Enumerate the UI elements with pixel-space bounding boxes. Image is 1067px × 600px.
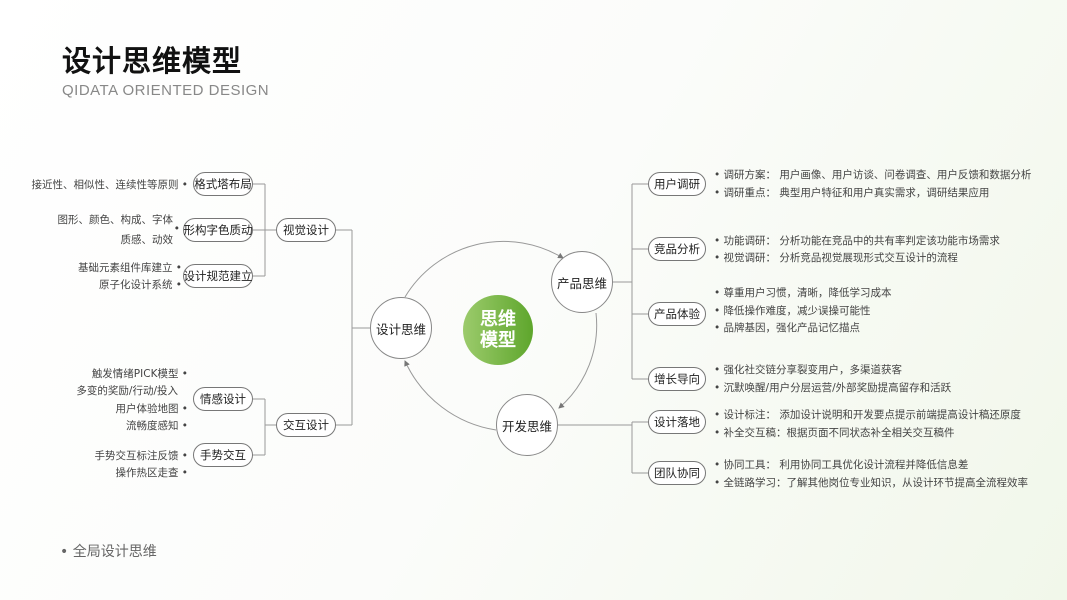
leaf-text: 基础元素组件库建立 •: [77, 262, 182, 274]
node-gesture[interactable]: 手势交互: [193, 443, 253, 467]
node-visual-design[interactable]: 视觉设计: [276, 218, 336, 242]
leaf-text: 多变的奖励/行动/投入: [76, 385, 178, 397]
leaf-text: • 尊重用户习惯，清晰，降低学习成本: [714, 287, 892, 299]
node-gestalt[interactable]: 格式塔布局: [193, 172, 253, 196]
leaf-text: 用户体验地图 •: [115, 403, 188, 415]
leaf-text: • 调研方案： 用户画像、用户访谈、问卷调查、用户反馈和数据分析: [714, 169, 1032, 181]
node-product-experience[interactable]: 产品体验: [648, 302, 706, 326]
leaf-text: 图形、颜色、构成、字体: [57, 214, 174, 226]
node-spec[interactable]: 设计规范建立: [183, 264, 253, 288]
leaf-text: • 设计标注： 添加设计说明和开发要点提示前端提高设计稿还原度: [714, 409, 1021, 421]
node-team-collab[interactable]: 团队协同: [648, 461, 706, 485]
node-product-thinking[interactable]: 产品思维: [551, 251, 613, 313]
page-title: 设计思维模型: [62, 44, 243, 78]
leaf-text: • 补全交互稿：根据页面不同状态补全相关交互稿件: [714, 427, 955, 439]
bullet-dot: •: [173, 223, 180, 235]
leaf-text: • 沉默唤醒/用户分层运营/外部奖励提高留存和活跃: [714, 382, 952, 394]
leaf-text: 操作热区走查 •: [115, 467, 188, 479]
node-dev-thinking[interactable]: 开发思维: [496, 394, 558, 456]
leaf-text: 流畅度感知 •: [125, 420, 188, 432]
node-form[interactable]: 形构字色质动: [183, 218, 253, 242]
node-growth[interactable]: 增长导向: [648, 367, 706, 391]
leaf-text: 质感、动效: [120, 234, 174, 246]
node-emotion[interactable]: 情感设计: [193, 387, 253, 411]
leaf-text: • 降低操作难度，减少误操可能性: [714, 305, 871, 317]
footer-note: • 全局设计思维: [60, 544, 157, 560]
leaf-text: • 强化社交链分享裂变用户，多渠道获客: [714, 364, 903, 376]
node-design-thinking[interactable]: 设计思维: [370, 297, 432, 359]
leaf-text: • 视觉调研： 分析竞品视觉展现形式交互设计的流程: [714, 252, 958, 264]
core-node: 思维模型: [463, 295, 533, 365]
node-design-delivery[interactable]: 设计落地: [648, 410, 706, 434]
leaf-text: • 全链路学习：了解其他岗位专业知识，从设计环节提高全流程效率: [714, 477, 1029, 489]
leaf-text: • 品牌基因，强化产品记忆描点: [714, 322, 861, 334]
leaf-text: 接近性、相似性、连续性等原则 •: [31, 179, 188, 191]
leaf-text: 触发情绪PICK模型 •: [91, 368, 188, 380]
leaf-text: • 协同工具： 利用协同工具优化设计流程并降低信息差: [714, 459, 969, 471]
leaf-text: • 调研重点： 典型用户特征和用户真实需求，调研结果应用: [714, 187, 990, 199]
node-competitor-analysis[interactable]: 竞品分析: [648, 237, 706, 261]
leaf-text: 手势交互标注反馈 •: [94, 450, 188, 462]
leaf-text: 原子化设计系统 •: [98, 279, 182, 291]
leaf-text: • 功能调研： 分析功能在竞品中的共有率判定该功能市场需求: [714, 235, 1000, 247]
page-subtitle: QIDATA ORIENTED DESIGN: [62, 82, 270, 99]
node-interaction-design[interactable]: 交互设计: [276, 413, 336, 437]
node-user-research[interactable]: 用户调研: [648, 172, 706, 196]
